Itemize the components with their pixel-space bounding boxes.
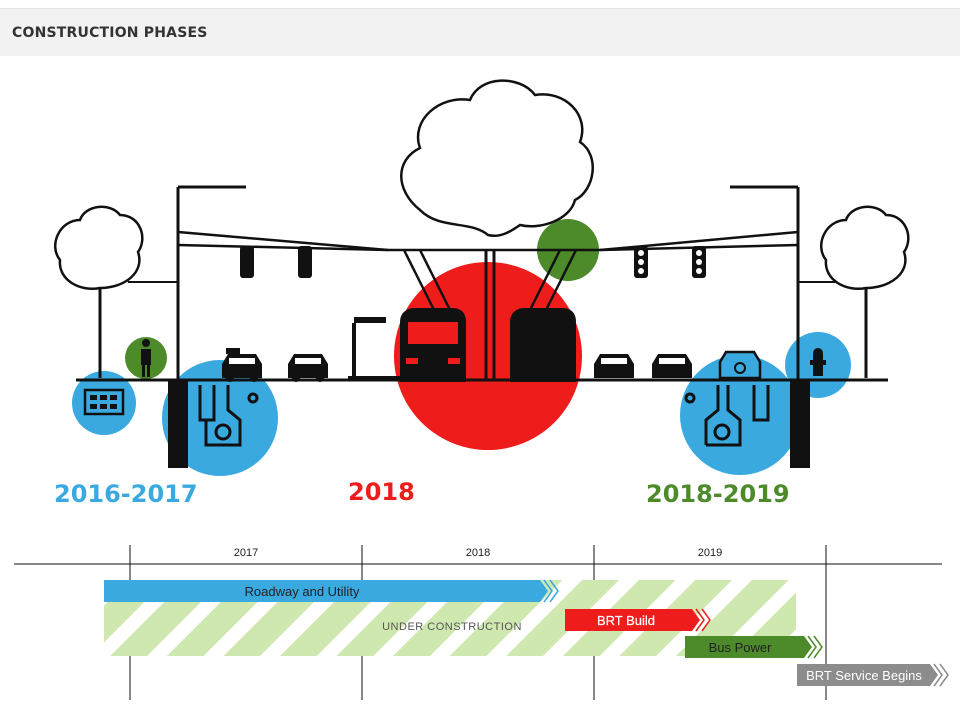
construction-timeline: 2017 2018 2019 UNDER CONSTRUCTION Roadwa… [14,545,949,700]
left-tree-icon [54,205,144,378]
blue-circle-left-utility [162,360,278,476]
bar-label-roadway-utility: Roadway and Utility [245,584,360,599]
phase-label-2018: 2018 [348,478,415,506]
center-tree-icon [400,79,594,380]
bar-brt-build: BRT Build [565,608,711,632]
bar-label-brt-build: BRT Build [597,613,655,628]
brt-bus-rear-icon [510,308,576,382]
section-title: CONSTRUCTION PHASES [12,25,208,41]
right-tree-icon [820,205,910,378]
bar-label-brt-service-begins: BRT Service Begins [806,668,922,683]
utility-box-icon [83,388,125,416]
under-construction-label: UNDER CONSTRUCTION [382,621,522,633]
year-label-2017: 2017 [234,547,258,559]
traffic-signals [240,246,706,278]
car-icon [288,354,328,382]
bar-brt-service-begins: BRT Service Begins [797,663,949,687]
blue-circle-sidewalk-left [72,371,136,435]
light-pole-left [176,185,246,380]
car-icon-right-1 [594,354,634,378]
parked-car-icon [718,350,762,380]
light-pole-right [730,185,800,380]
curb-right [790,380,810,468]
curb-left [168,380,188,468]
year-label-2019: 2019 [698,547,722,559]
phase-label-2016-2017: 2016-2017 [54,480,198,508]
bus-shelter-icon [348,317,404,380]
brt-bus-front-icon [400,308,466,382]
bar-label-bus-power: Bus Power [709,640,773,655]
phase-label-2018-2019: 2018-2019 [646,480,790,508]
fire-hydrant-icon [810,348,826,376]
bar-roadway-utility: Roadway and Utility [104,579,559,603]
underground-utility-left-icon [198,385,259,447]
year-label-2018: 2018 [466,547,490,559]
car-icon-right-2 [652,354,692,378]
section-header: CONSTRUCTION PHASES [0,8,960,56]
underground-utility-right-icon [684,385,770,447]
street-cross-section [54,79,910,476]
pedestrian-icon [141,339,151,377]
bar-bus-power: Bus Power [685,635,823,659]
taxi-icon [222,348,262,382]
